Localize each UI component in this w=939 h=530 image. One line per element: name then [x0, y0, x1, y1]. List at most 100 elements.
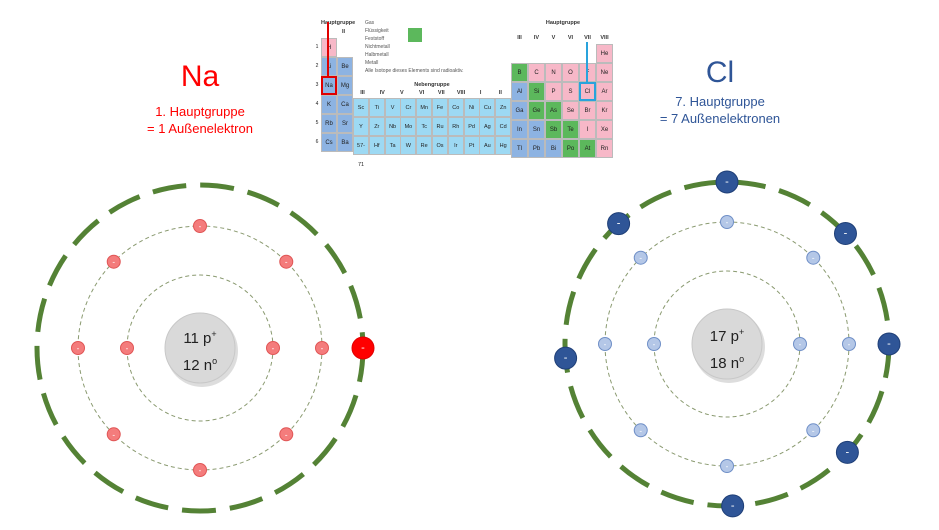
cl-valence-electron — [833, 222, 857, 246]
table-element-cell: I — [579, 120, 596, 139]
na-group-label: 1. Hauptgruppe= 1 Außenelektron — [110, 103, 290, 137]
na-electron-shell-2 — [71, 341, 85, 355]
table-legend-item: Gas — [365, 20, 375, 26]
na-electron-shell-2-sign: - — [321, 344, 324, 353]
table-element-cell: Ba — [337, 133, 353, 152]
cl-nucleus — [691, 308, 763, 380]
cl-electron-shell-2-sign: - — [812, 254, 815, 263]
table-element-cell: At — [579, 139, 596, 158]
cl-valence-electron — [715, 170, 739, 194]
cl-electron-shell-2 — [633, 250, 648, 265]
cl-electron-shell-2 — [806, 423, 821, 438]
table-element-cell: Pd — [463, 117, 480, 136]
cl-group-label: 7. Hauptgruppe= 7 Außenelektronen — [630, 93, 810, 127]
table-period-number: 2 — [315, 63, 319, 69]
table-subgroup-header: V — [400, 90, 404, 96]
table-element-cell: Ca — [337, 95, 353, 114]
table-group-header: VIII — [600, 35, 609, 41]
cl-electron-shell-2 — [806, 250, 821, 265]
na-electron-shell-2 — [193, 219, 207, 233]
na-protons: 11 p — [183, 330, 212, 347]
table-element-cell: S — [562, 82, 579, 101]
table-element-cell: Rh — [447, 117, 464, 136]
cl-valence-electron — [835, 440, 859, 464]
table-element-cell: Fe — [432, 98, 448, 117]
table-group-header: II — [341, 29, 346, 35]
table-element-cell: Al — [511, 82, 528, 101]
table-element-cell: Zn — [495, 98, 512, 117]
table-element-cell: Y — [353, 117, 369, 136]
na-symbol: Na — [180, 60, 220, 93]
table-period-number: 4 — [315, 101, 319, 107]
table-element-cell: P — [545, 82, 562, 101]
table-element-cell: Bi — [545, 139, 562, 158]
na-electron-shell-2-sign: - — [112, 430, 115, 439]
na-nucleus-label: 11 p+ 12 no — [165, 323, 235, 377]
table-period-number: 6 — [315, 139, 319, 145]
table-group-header: V — [551, 35, 556, 41]
table-element-cell: Rn — [596, 139, 613, 158]
table-element-cell: Mg — [337, 76, 353, 95]
cl-protons: 17 p — [709, 328, 739, 345]
table-legend-item: Flüssigkeit — [365, 28, 389, 34]
na-valence-electron-sign: - — [361, 342, 365, 354]
na-electron-shell-2-sign: - — [285, 258, 288, 267]
table-element-cell: H — [321, 38, 337, 57]
table-group-header: IV — [533, 35, 540, 41]
na-electron-shell-1-sign: - — [126, 344, 129, 353]
table-element-cell: Ga — [511, 101, 528, 120]
table-element-cell: Ag — [479, 117, 496, 136]
table-element-cell: Cs — [321, 133, 337, 152]
table-element-cell: Br — [579, 101, 596, 120]
table-element-cell: Cu — [479, 98, 496, 117]
table-legend-item: Halbmetall — [365, 52, 389, 58]
na-highlight-box — [321, 76, 337, 95]
table-nebengruppe: Nebengruppe — [414, 82, 450, 88]
plus-sign: + — [738, 327, 745, 337]
table-legend-key-cell — [408, 28, 422, 42]
na-valence-line: = 1 Außenelektron — [147, 121, 253, 136]
cl-electron-shell-2-sign: - — [812, 426, 815, 435]
table-element-cell: K — [321, 95, 337, 114]
table-element-cell: Se — [562, 101, 579, 120]
na-arrow — [327, 22, 329, 76]
cl-valence-electron-sign: - — [564, 352, 568, 364]
cl-valence-electron-sign: - — [844, 228, 848, 240]
cl-valence-electron — [877, 332, 901, 356]
cl-electron-shell-1 — [647, 337, 661, 351]
table-hauptgruppe-right: Hauptgruppe — [545, 20, 581, 26]
table-element-cell: Po — [562, 139, 579, 158]
table-element-cell: Co — [447, 98, 464, 117]
na-electron-shell-2-sign: - — [199, 466, 202, 475]
table-element-cell: Sr — [337, 114, 353, 133]
na-electron-shell-2-sign: - — [199, 222, 202, 231]
na-electron-shell-2 — [279, 427, 294, 442]
table-subgroup-header: IV — [379, 90, 385, 96]
na-nucleus — [164, 312, 236, 384]
cl-electron-shell-1-sign: - — [653, 340, 656, 349]
cl-highlight-box — [579, 82, 596, 101]
table-element-cell: Si — [528, 82, 545, 101]
table-legend-item: Nichtmetall — [365, 44, 390, 50]
na-electron-shell-2-sign: - — [77, 344, 80, 353]
cl-electron-shell-2-sign: - — [726, 462, 729, 471]
table-element-cell: Ge — [528, 101, 545, 120]
na-valence-electron — [351, 336, 375, 360]
table-element-cell: Xe — [596, 120, 613, 139]
table-element-cell: Ne — [596, 63, 613, 82]
table-element-cell: O — [562, 63, 579, 82]
cl-electron-shell-2 — [633, 423, 648, 438]
na-electron-shell-2-sign: - — [285, 430, 288, 439]
na-electron-shell-2 — [315, 341, 329, 355]
na-electron-shell-2 — [106, 427, 121, 442]
table-element-cell: N — [545, 63, 562, 82]
cl-electron-shell-2 — [842, 337, 856, 351]
table-element-cell: Ta — [384, 136, 401, 155]
table-element-cell: V — [384, 98, 401, 117]
table-element-cell: Os — [432, 136, 448, 155]
table-element-cell: Ru — [432, 117, 448, 136]
cl-electron-shell-2 — [598, 337, 612, 351]
table-period-number: 3 — [315, 82, 319, 88]
table-element-cell: Tc — [416, 117, 433, 136]
cl-valence-electron-sign: - — [731, 500, 735, 512]
